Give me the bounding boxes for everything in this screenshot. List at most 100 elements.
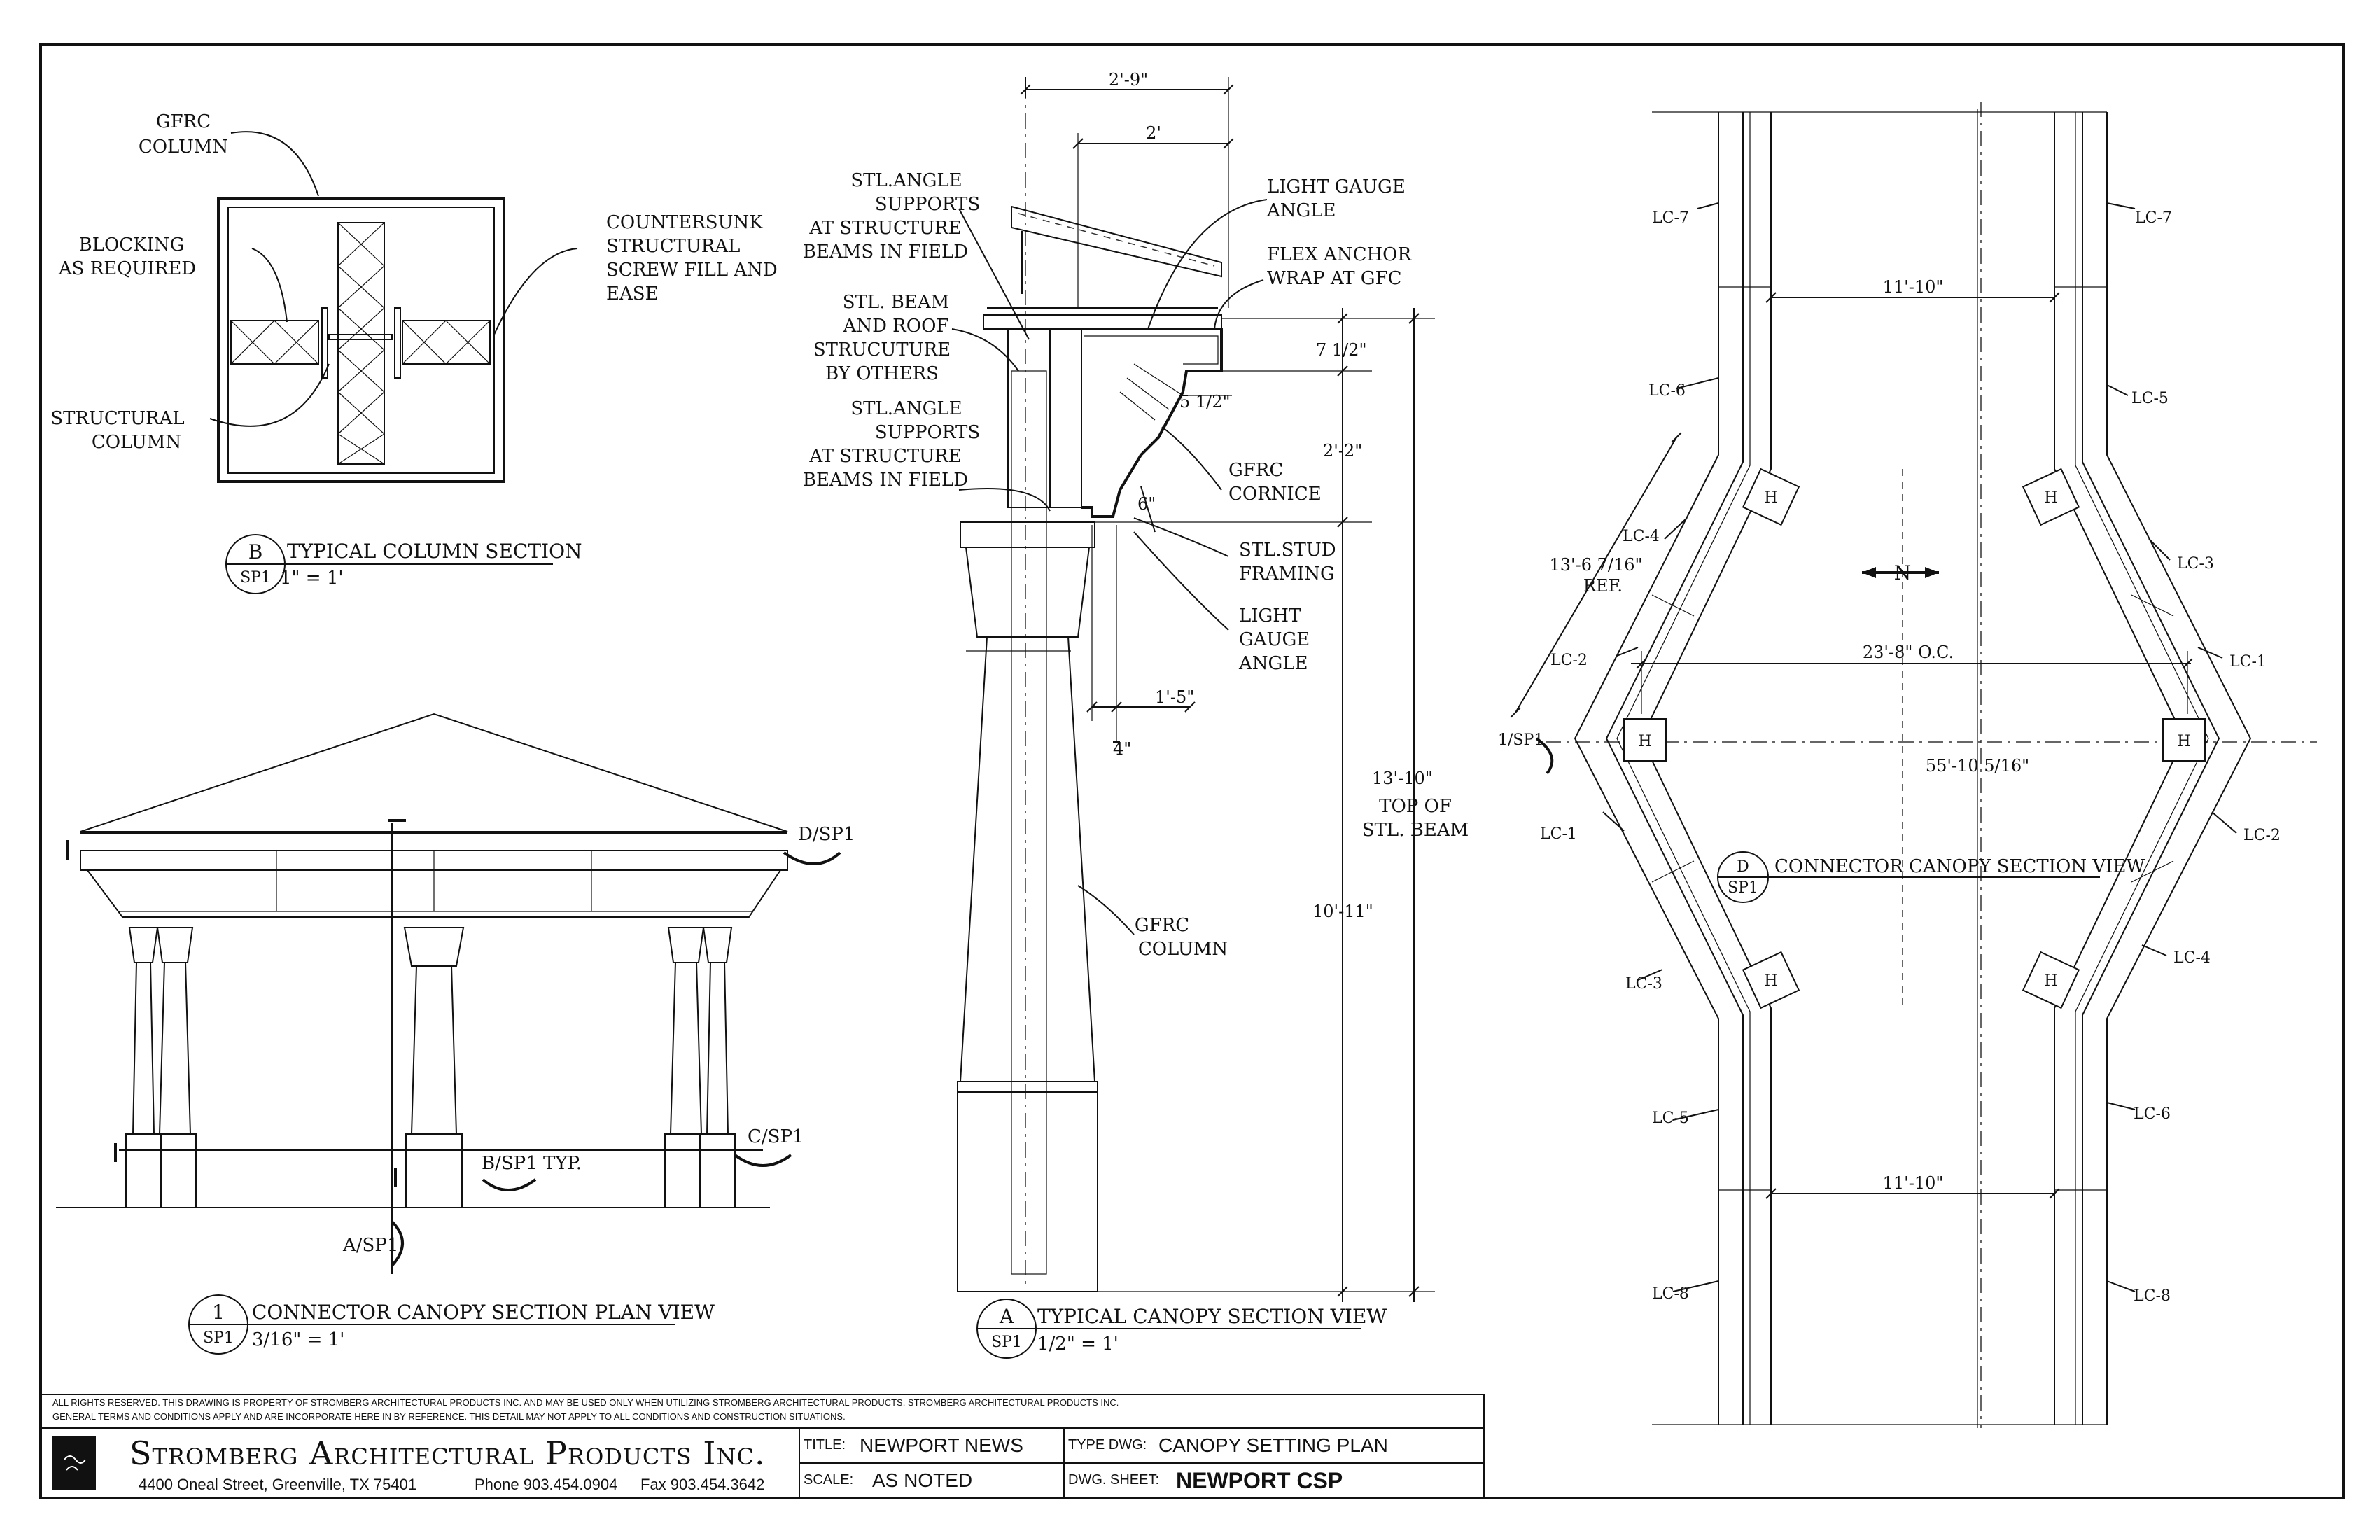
section-tag-d: D SP1 — [1717, 851, 2100, 903]
dim-11-10-bottom: 11'-10" — [1883, 1173, 1944, 1193]
column-mark: H — [2044, 489, 2057, 507]
column-mark: H — [2044, 972, 2057, 990]
tag-a-sheet: SP1 — [991, 1334, 1022, 1351]
dim-2: 2' — [1146, 123, 1161, 143]
lc-label: LC-7 — [2135, 209, 2172, 227]
tag-d-sheet: SP1 — [1728, 879, 1758, 897]
lc-label: LC-8 — [2134, 1287, 2171, 1305]
canopy-plan-title: CONNECTOR CANOPY SECTION PLAN VIEW — [252, 1301, 715, 1324]
lc-label: LC-4 — [2174, 949, 2211, 967]
type-dwg-value: CANOPY SETTING PLAN — [1158, 1434, 1388, 1456]
column-mark: H — [2177, 733, 2190, 750]
lc-label: LC-2 — [2244, 827, 2281, 844]
column-mark: H — [1764, 972, 1777, 990]
tag-b-sheet: SP1 — [240, 569, 271, 587]
sp1-cut-callout: 1/SP1 — [1498, 732, 1544, 749]
dim-55-10: 55'-10 5/16" — [1926, 756, 2029, 776]
section-tag-a: A SP1 — [976, 1298, 1362, 1359]
canopy-section-scale: 1/2" = 1' — [1037, 1334, 1119, 1354]
lc-label: LC-1 — [1540, 825, 1577, 843]
lc-label: LC-4 — [1623, 528, 1660, 545]
column-mark: H — [1638, 733, 1651, 750]
title-value: NEWPORT NEWS — [860, 1434, 1023, 1456]
section-tag-1: 1 SP1 — [188, 1294, 676, 1354]
lc-label: LC-6 — [1648, 382, 1686, 400]
company-logo — [52, 1436, 96, 1490]
company-name: Stromberg Architectural Products Inc. — [130, 1434, 766, 1472]
dim-13-6: 13'-6 7/16"REF. — [1549, 555, 1642, 596]
column-section-scale: 1" = 1' — [280, 568, 344, 589]
lc-label: LC-7 — [1652, 209, 1689, 227]
lc-label: LC-3 — [2177, 555, 2214, 573]
c-sp1-callout: C/SP1 — [748, 1126, 804, 1147]
section-tag-b: B SP1 — [225, 534, 553, 594]
tag-1-letter: 1 — [212, 1301, 225, 1324]
company-fax: Fax 903.454.3642 — [640, 1476, 764, 1493]
scale-label: SCALE: — [804, 1472, 853, 1488]
canopy-section-title: TYPICAL CANOPY SECTION VIEW — [1037, 1305, 1387, 1328]
connector-plan-detail — [1510, 102, 2317, 1428]
lc-label: LC-5 — [1652, 1110, 1689, 1127]
tag-1-sheet: SP1 — [203, 1329, 234, 1347]
b-sp1-callout: B/SP1 TYP. — [482, 1153, 582, 1174]
dim-10-11: 10'-11" — [1312, 902, 1373, 921]
lc-label: LC-2 — [1550, 652, 1588, 669]
column-mark: H — [1764, 489, 1777, 507]
lc-label: LC-1 — [2230, 653, 2267, 671]
tag-a-letter: A — [999, 1305, 1014, 1328]
column-section-detail — [209, 131, 578, 483]
canopy-section-detail — [951, 77, 1435, 1302]
company-phone: Phone 903.454.0904 — [475, 1476, 617, 1493]
company-address: 4400 Oneal Street, Greenville, TX 75401 — [139, 1476, 416, 1493]
sheet-border — [39, 43, 2345, 1499]
d-sp1-callout: D/SP1 — [798, 824, 855, 845]
lc-label: LC-6 — [2134, 1105, 2171, 1123]
legal-notice-line-1: ALL RIGHTS RESERVED. THIS DRAWING IS PRO… — [52, 1397, 1119, 1408]
tag-b-letter: B — [248, 540, 263, 564]
dim-2-9: 2'-9" — [1109, 70, 1148, 90]
dim-4: 4" — [1113, 739, 1131, 759]
scale-value: AS NOTED — [872, 1469, 972, 1491]
dim-13-10: 13'-10" — [1372, 769, 1433, 788]
connector-section-title: CONNECTOR CANOPY SECTION VIEW — [1774, 856, 2145, 877]
tag-d-letter: D — [1737, 858, 1749, 876]
canopy-elevation — [56, 713, 841, 1274]
lc-markers: LC-7 LC-7 LC-6 LC-5 LC-4 LC-3 LC-2 LC-1 … — [1540, 209, 2281, 1305]
column-section-title: TYPICAL COLUMN SECTION — [287, 540, 582, 563]
canopy-plan-scale: 3/16" = 1' — [252, 1329, 344, 1350]
lc-label: LC-8 — [1652, 1285, 1689, 1303]
lc-label: LC-5 — [2132, 390, 2169, 407]
dim-5-1-2: 5 1/2" — [1180, 392, 1231, 412]
dim-1-5: 1'-5" — [1155, 687, 1194, 707]
title-block — [41, 1394, 1485, 1498]
dim-2-2: 2'-2" — [1323, 441, 1362, 461]
legal-notice-line-2: GENERAL TERMS AND CONDITIONS APPLY AND A… — [52, 1411, 846, 1422]
a-sp1-callout: A/SP1 — [342, 1235, 398, 1256]
lc-label: LC-3 — [1625, 975, 1662, 993]
dim-7-1-2: 7 1/2" — [1316, 340, 1367, 360]
title-label: TITLE: — [804, 1437, 846, 1452]
dwg-sheet-label: DWG. SHEET: — [1068, 1472, 1159, 1488]
dim-23-8: 23'-8" O.C. — [1863, 643, 1954, 662]
north-arrow: N — [1894, 561, 1912, 584]
dim-11-10-top: 11'-10" — [1883, 277, 1944, 297]
dwg-sheet-value: NEWPORT CSP — [1176, 1468, 1343, 1493]
dim-6: 6" — [1138, 494, 1156, 514]
type-dwg-label: TYPE DWG: — [1068, 1437, 1147, 1452]
column-marks: H H H H H H — [1638, 489, 2190, 990]
